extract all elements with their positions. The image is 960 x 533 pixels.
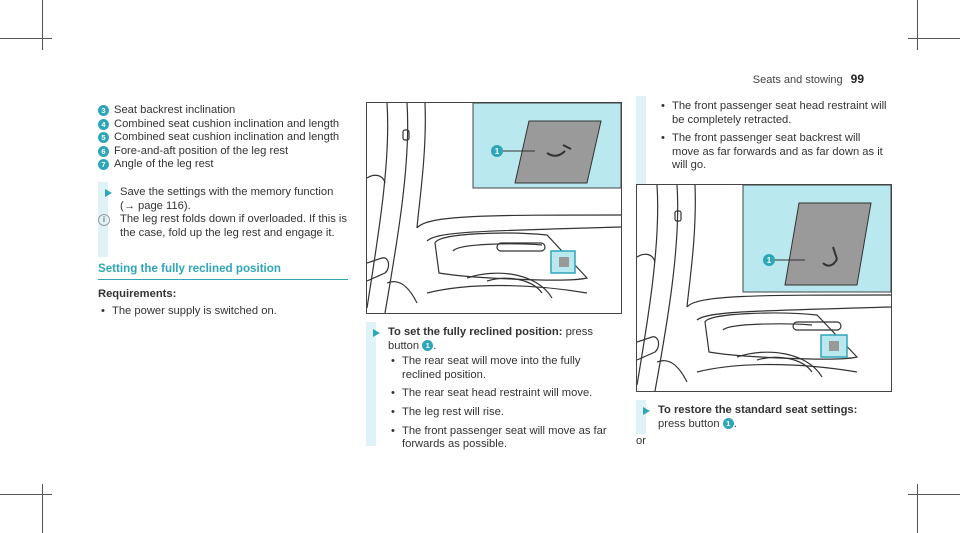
door-panel-illustration-2: 1 <box>636 184 892 392</box>
result-item: •The front passenger seat will move as f… <box>391 424 607 451</box>
result-item: •The front passenger seat head restraint… <box>661 100 887 126</box>
section-name: Seats and stowing <box>752 74 843 86</box>
result-item: •The rear seat will move into the fully … <box>391 355 581 381</box>
right-column-top: •The front passenger seat head restraint… <box>636 96 890 184</box>
arrow-icon <box>373 329 380 337</box>
arrow-icon <box>643 407 650 415</box>
door-panel-illustration-1: 1 <box>366 102 622 314</box>
callout-1: 1 <box>767 256 772 265</box>
number-badge: 3 <box>98 105 109 116</box>
step-bar <box>636 400 646 434</box>
arrow-icon <box>105 188 112 197</box>
running-header: Seats and stowing 99 <box>752 72 864 88</box>
memory-step: Save the settings with the memory functi… <box>98 181 348 258</box>
crop-mark <box>42 484 43 533</box>
or-text: or <box>636 435 646 448</box>
step-bar <box>366 322 376 446</box>
step-bar <box>636 96 646 184</box>
crop-mark <box>917 484 918 533</box>
crop-mark <box>908 494 960 495</box>
requirement-item: • The power supply is switched on. <box>101 304 277 317</box>
requirements-label: Requirements: <box>98 287 177 300</box>
callout-1: 1 <box>495 147 500 156</box>
number-badge: 5 <box>98 132 109 144</box>
result-item: •The front passenger seat backrest will … <box>661 132 883 172</box>
crop-mark <box>908 38 960 39</box>
result-item: •The leg rest will rise. <box>391 405 504 418</box>
page-reference[interactable]: (→ page 116). <box>120 199 191 212</box>
number-badge: 1 <box>722 417 734 429</box>
crop-mark <box>0 38 52 39</box>
number-badge: 4 <box>98 118 109 130</box>
section-rule <box>98 278 348 280</box>
page-number: 99 <box>850 72 864 86</box>
crop-mark <box>0 494 52 495</box>
number-badge: 1 <box>422 339 434 351</box>
middle-column: To set the fully reclined position: pres… <box>366 322 620 452</box>
crop-mark <box>42 0 43 50</box>
restore-step: To restore the standard seat settings: p… <box>636 404 890 431</box>
info-icon: i <box>98 214 110 227</box>
right-column-bottom: To restore the standard seat settings: p… <box>636 400 890 449</box>
section-title: Setting the fully reclined position <box>98 262 281 276</box>
result-item: •The rear seat head restraint will move. <box>391 387 593 400</box>
number-badge: 7 <box>98 159 109 171</box>
info-note: i The leg rest folds down if overloaded.… <box>98 213 348 240</box>
number-badge: 6 <box>98 145 109 157</box>
reclined-step: To set the fully reclined position: pres… <box>366 326 620 353</box>
crop-mark <box>917 0 918 50</box>
